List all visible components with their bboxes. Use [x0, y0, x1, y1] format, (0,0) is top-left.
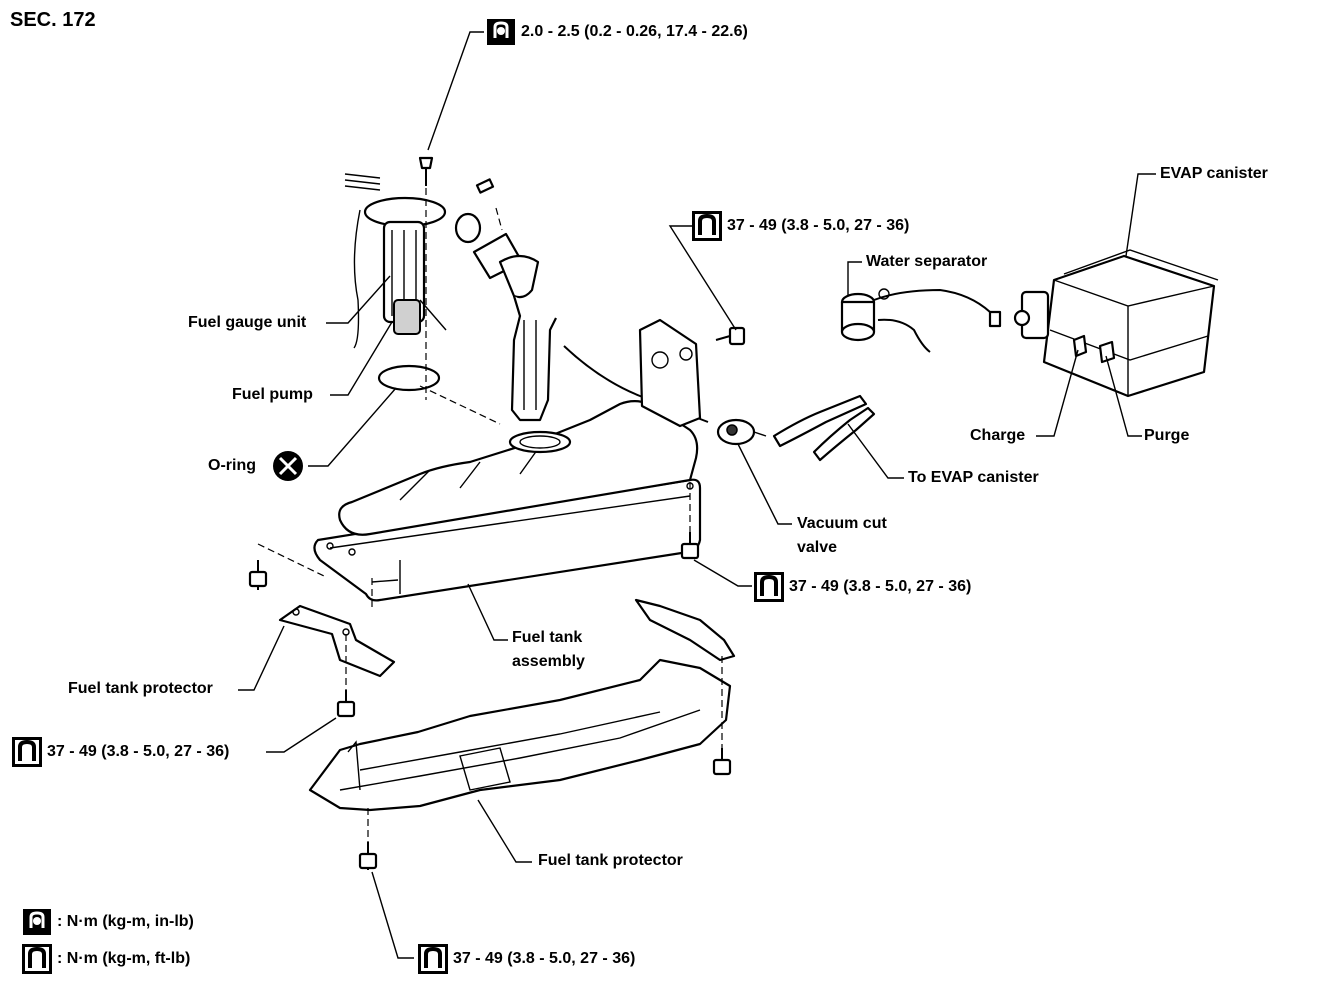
open-wrench-icon — [12, 737, 42, 767]
vent-tube — [563, 345, 709, 423]
legend-item-in-lb: : N·m (kg-m, in-lb) — [22, 908, 194, 936]
label-fuel-pump: Fuel pump — [232, 386, 313, 403]
filled-wrench-icon — [487, 19, 515, 45]
filler-neck — [454, 178, 557, 422]
legend-item-ft-lb: : N·m (kg-m, ft-lb) — [22, 944, 190, 974]
evap-canister-drawing — [1013, 249, 1219, 398]
torque-spec-tank: 37 - 49 (3.8 - 5.0, 27 - 36) — [754, 572, 971, 602]
filled-wrench-icon — [23, 909, 51, 935]
label-purge: Purge — [1144, 427, 1190, 444]
torque-value-top: 2.0 - 2.5 (0.2 - 0.26, 17.4 - 22.6) — [521, 23, 748, 40]
open-wrench-icon — [22, 944, 52, 974]
label-o-ring: O-ring — [208, 457, 256, 474]
label-fuel-tank-assembly-line1: Fuel tank — [512, 629, 583, 646]
legend-text-in-lb: : N·m (kg-m, in-lb) — [57, 913, 194, 930]
torque-value-protector-left: 37 - 49 (3.8 - 5.0, 27 - 36) — [47, 743, 230, 760]
open-wrench-icon — [754, 572, 784, 602]
upper-fuel-tank-protector-drawing — [278, 604, 396, 678]
torque-value-bracket: 37 - 49 (3.8 - 5.0, 27 - 36) — [727, 217, 910, 234]
open-wrench-icon — [692, 211, 722, 241]
label-charge: Charge — [970, 427, 1026, 444]
bracket-bolt — [715, 326, 746, 346]
label-to-evap-canister: To EVAP canister — [908, 469, 1039, 486]
open-wrench-icon — [418, 944, 448, 974]
top-screw — [418, 156, 434, 186]
label-fuel-tank-protector-lower: Fuel tank protector — [538, 852, 683, 869]
label-vacuum-cut-valve-line1: Vacuum cut — [797, 515, 887, 532]
label-water-separator: Water separator — [866, 253, 988, 270]
alignment-lines — [257, 188, 723, 842]
torque-spec-protector-left: 37 - 49 (3.8 - 5.0, 27 - 36) — [12, 737, 229, 767]
torque-value-tank: 37 - 49 (3.8 - 5.0, 27 - 36) — [789, 578, 972, 595]
torque-value-protector-bottom: 37 - 49 (3.8 - 5.0, 27 - 36) — [453, 950, 636, 967]
tank-bracket — [638, 318, 702, 428]
water-separator-drawing — [840, 288, 1002, 353]
fuel-tank-assembly — [313, 399, 702, 602]
lower-fuel-tank-protector-drawing — [308, 598, 736, 812]
evap-hoses — [772, 394, 876, 462]
label-fuel-tank-protector-upper: Fuel tank protector — [68, 680, 213, 697]
tank-bolts — [248, 532, 732, 870]
torque-spec-top: 2.0 - 2.5 (0.2 - 0.26, 17.4 - 22.6) — [486, 18, 748, 46]
section-number: SEC. 172 — [10, 9, 96, 31]
leader-lines — [238, 31, 1156, 959]
fuel-gauge-unit-drawing — [344, 173, 447, 349]
label-evap-canister: EVAP canister — [1160, 165, 1268, 182]
torque-spec-bracket: 37 - 49 (3.8 - 5.0, 27 - 36) — [692, 211, 909, 241]
label-vacuum-cut-valve-line2: valve — [797, 539, 838, 556]
vacuum-cut-valve-drawing — [716, 418, 767, 446]
torque-spec-protector-bottom: 37 - 49 (3.8 - 5.0, 27 - 36) — [418, 944, 635, 974]
label-fuel-tank-assembly-line2: assembly — [512, 653, 585, 670]
o-ring-drawing — [377, 364, 441, 392]
legend-text-ft-lb: : N·m (kg-m, ft-lb) — [57, 950, 191, 967]
label-fuel-gauge-unit: Fuel gauge unit — [188, 314, 307, 331]
replace-symbol-icon — [273, 451, 303, 481]
